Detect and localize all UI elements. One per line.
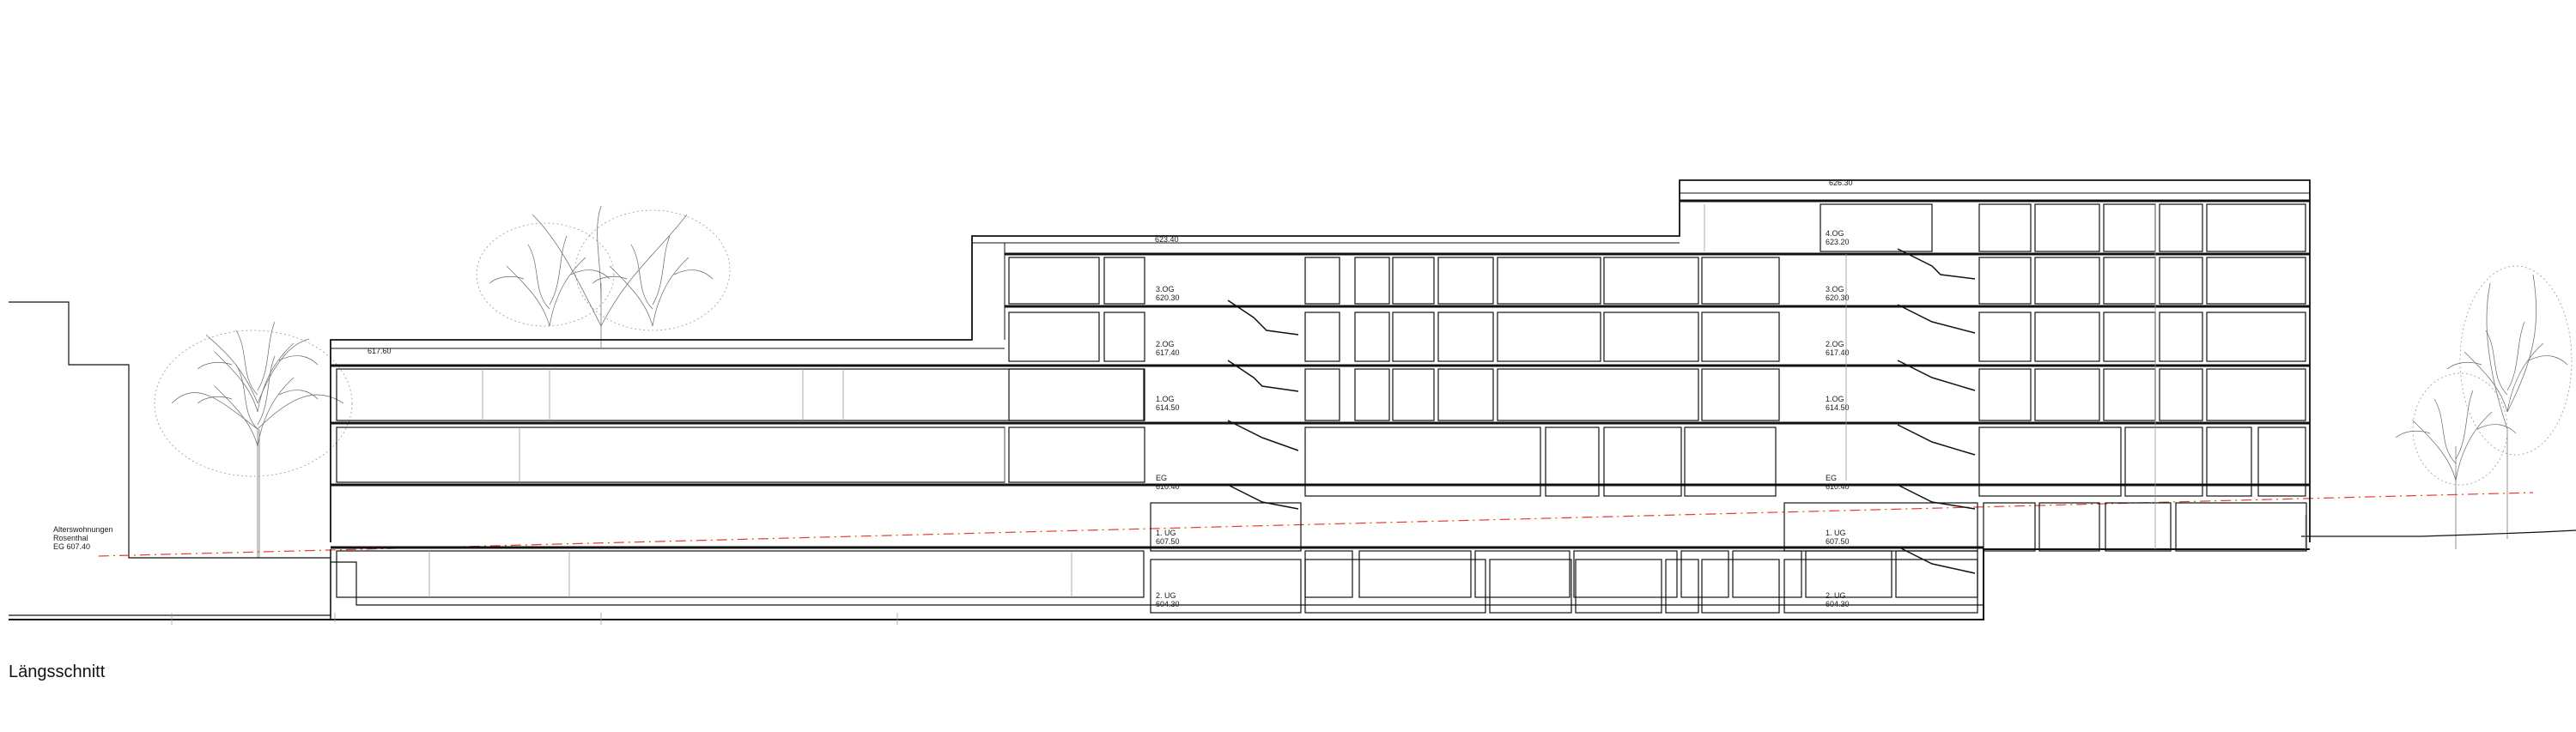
level-name: 1. UG [1826, 529, 1846, 537]
level-name: 2. UG [1156, 591, 1176, 600]
level-value: 604.30 [1826, 600, 1850, 608]
level-name: 2. UG [1826, 591, 1846, 600]
level-name: EG [1156, 474, 1167, 482]
level-value: 610.40 [1156, 482, 1180, 491]
level-name: 3.OG [1826, 285, 1844, 293]
neighbor-annotation: Alterswohnungen Rosenthal EG 607.40 [53, 525, 113, 551]
level-value: 617.40 [1826, 348, 1850, 357]
roof-height-mid: 623.40 [1155, 235, 1179, 244]
level-value: 620.30 [1826, 293, 1850, 302]
level-value: 617.40 [1156, 348, 1180, 357]
level-labels-west: 3.OG 620.30 2.OG 617.40 1.OG 614.50 EG 6… [1156, 285, 1180, 608]
level-value: 607.50 [1826, 537, 1850, 546]
level-value: 610.40 [1826, 482, 1850, 491]
terrain [9, 301, 2576, 616]
tree-right [2395, 265, 2573, 549]
level-name: 1.OG [1826, 395, 1844, 403]
level-name: 1. UG [1156, 529, 1176, 537]
neighbor-line-2: Rosenthal [53, 534, 88, 542]
level-name: 3.OG [1156, 285, 1175, 293]
level-name: 1.OG [1156, 395, 1175, 403]
level-value: 607.50 [1156, 537, 1180, 546]
level-name: 2.OG [1826, 340, 1844, 348]
roof-labels: 617.60 623.40 626.30 [368, 178, 1853, 355]
level-value: 604.30 [1156, 600, 1180, 608]
level-labels-east: 4.OG 623.20 3.OG 620.30 2.OG 617.40 1.OG… [1826, 229, 1850, 608]
tree-left [154, 321, 353, 558]
neighbor-line-1: Alterswohnungen [53, 525, 113, 534]
neighbor-line-3: EG 607.40 [53, 542, 90, 551]
level-value: 620.30 [1156, 293, 1180, 302]
roof-height-top: 626.30 [1829, 178, 1853, 187]
level-name: 4.OG [1826, 229, 1844, 238]
building-section [9, 179, 2311, 625]
roof-height-low: 617.60 [368, 347, 392, 355]
level-value: 623.20 [1826, 238, 1850, 246]
level-name: 2.OG [1156, 340, 1175, 348]
level-name: EG [1826, 474, 1837, 482]
level-value: 614.50 [1156, 403, 1180, 412]
level-value: 614.50 [1826, 403, 1850, 412]
drawing-caption: Längsschnitt [9, 662, 106, 681]
tree-center [476, 205, 731, 348]
